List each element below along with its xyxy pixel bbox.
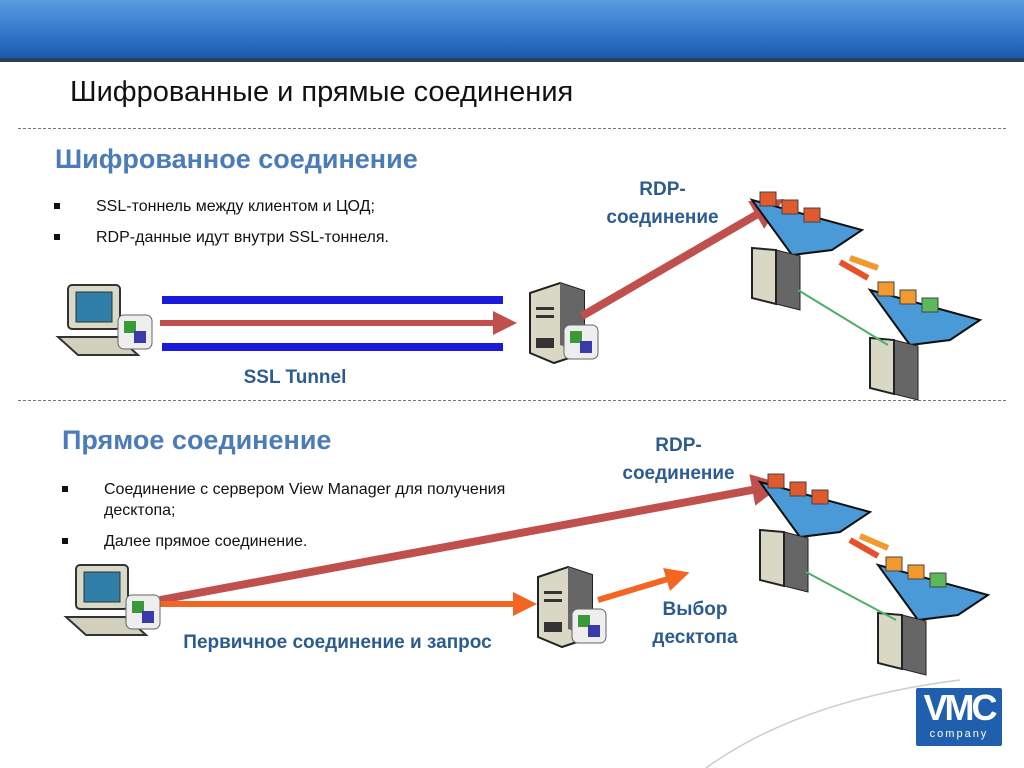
client-computer-icon xyxy=(65,564,161,636)
divider xyxy=(18,128,1006,129)
desktop-farm-icon xyxy=(751,191,863,311)
bullet-item: SSL-тоннель между клиентом и ЦОД; xyxy=(54,196,516,217)
ssl-tunnel-label: SSL Tunnel xyxy=(243,367,347,388)
select-arrow xyxy=(597,567,690,603)
request-label: Первичное соединение и запрос xyxy=(183,632,492,653)
direct-heading: Прямое соединение xyxy=(62,425,332,455)
rdp-arrow xyxy=(159,474,784,604)
bullet-item: Соединение с сервером View Manager для п… xyxy=(62,479,514,521)
slide-title: Шифрованные и прямые соединения xyxy=(70,76,574,108)
tunnel-line-top xyxy=(162,296,503,304)
view-manager-server-icon xyxy=(537,566,607,648)
encrypted-heading: Шифрованное соединение xyxy=(55,144,418,174)
bullet-item: RDP-данные идут внутри SSL-тоннеля. xyxy=(54,227,516,248)
tunnel-line-bottom xyxy=(162,343,503,351)
bullet-item: Далее прямое соединение. xyxy=(62,531,514,552)
rdp-label: RDP-соединение xyxy=(606,179,719,228)
rdp-arrow xyxy=(579,198,784,320)
desktop-farm-icon xyxy=(759,473,871,593)
divider xyxy=(18,400,1006,401)
desktop-farm-icon xyxy=(869,281,981,401)
header-bar xyxy=(0,0,1024,62)
client-computer-icon xyxy=(57,284,153,356)
rdp-label: RDP-соединение xyxy=(622,435,735,484)
server-icon xyxy=(529,282,599,364)
desktop-farm-icon xyxy=(877,556,989,676)
